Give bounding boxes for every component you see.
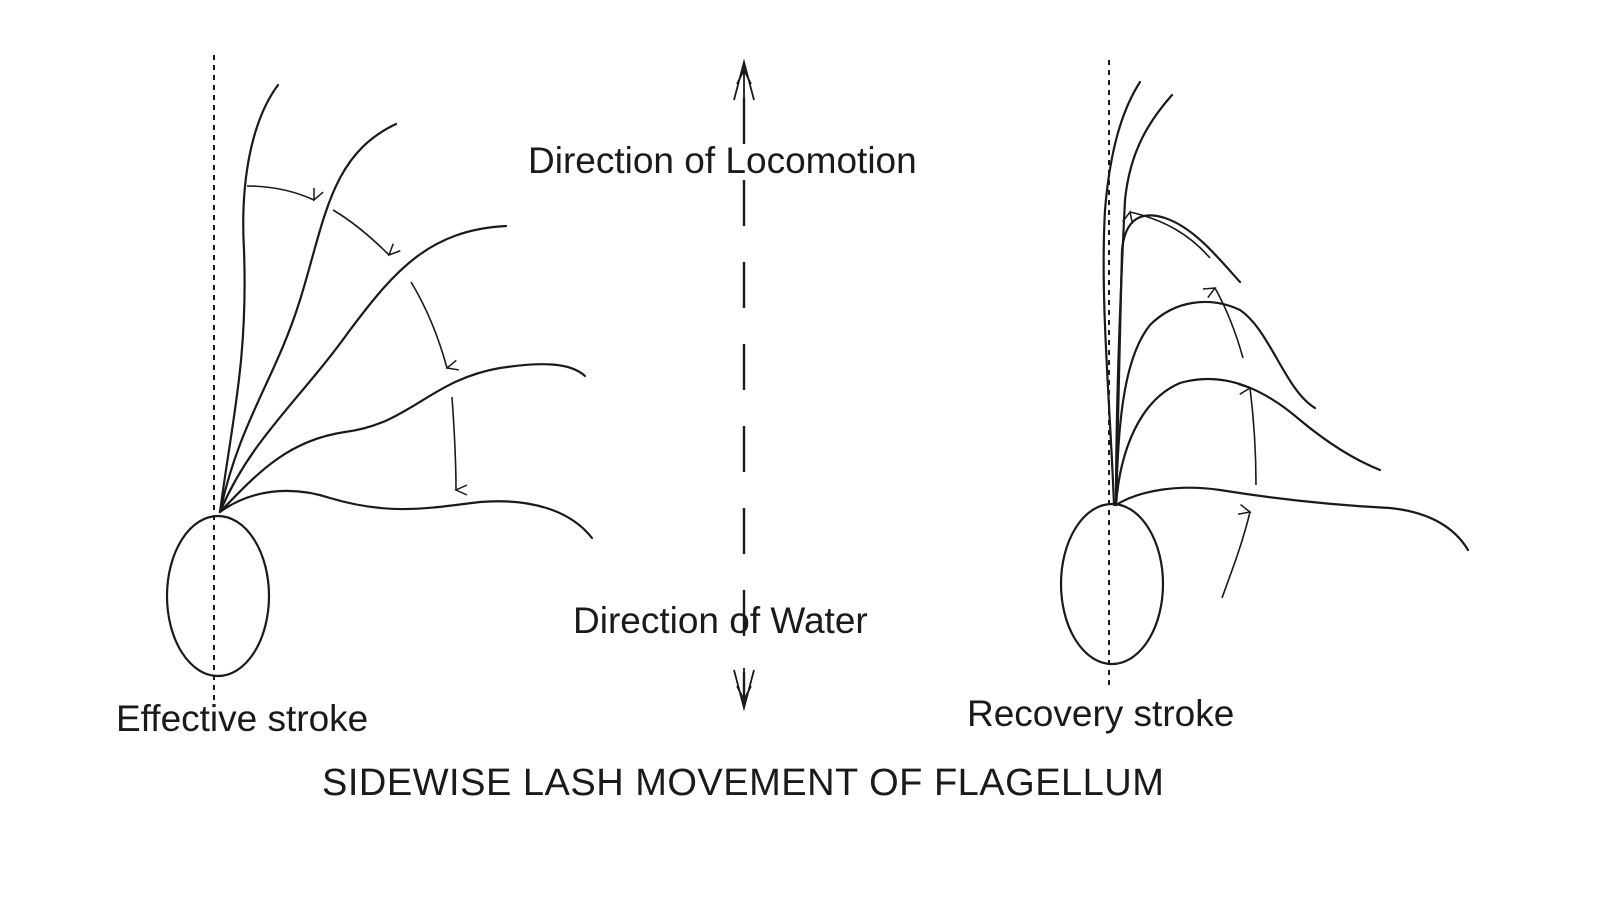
direction-indicator: [733, 58, 755, 712]
left-flagellum-3: [218, 224, 508, 514]
left-motion-arrow-2: [332, 209, 401, 257]
up-arrow-icon: [733, 58, 755, 102]
effective-stroke-label: Effective stroke: [116, 698, 369, 739]
recovery-stroke-figure: [1059, 60, 1470, 688]
right-flagellum-6: [1114, 486, 1470, 552]
left-flagellum-4: [218, 363, 587, 514]
right-motion-arrow-3: [1202, 287, 1244, 359]
left-flagellum-1: [218, 83, 280, 514]
diagram-title: SIDEWISE LASH MOVEMENT OF FLAGELLUM: [322, 762, 1165, 804]
left-motion-arrow-1: [246, 185, 324, 202]
right-flagellum-5: [1114, 377, 1382, 507]
right-flagellum-4: [1114, 300, 1317, 507]
down-arrow-icon: [733, 668, 755, 712]
left-flagellum-2: [218, 122, 398, 514]
right-motion-arrow-1: [1221, 503, 1252, 599]
left-cell-body: [165, 514, 271, 678]
right-flagellum-3: [1114, 214, 1242, 507]
left-motion-arrow-4: [451, 396, 468, 496]
direction-of-water-label: Direction of Water: [573, 600, 868, 641]
recovery-stroke-label: Recovery stroke: [967, 693, 1235, 734]
right-flagellum-2: [1114, 93, 1174, 507]
effective-stroke-figure: [165, 55, 594, 705]
right-cell-body: [1059, 502, 1165, 666]
left-motion-arrow-3: [410, 281, 460, 371]
right-motion-arrow-2: [1238, 383, 1257, 486]
right-motion-arrow-4: [1122, 210, 1211, 259]
direction-of-locomotion-label: Direction of Locomotion: [528, 140, 917, 181]
right-flagellum-1: [1102, 80, 1142, 507]
left-flagellum-5: [218, 489, 594, 540]
